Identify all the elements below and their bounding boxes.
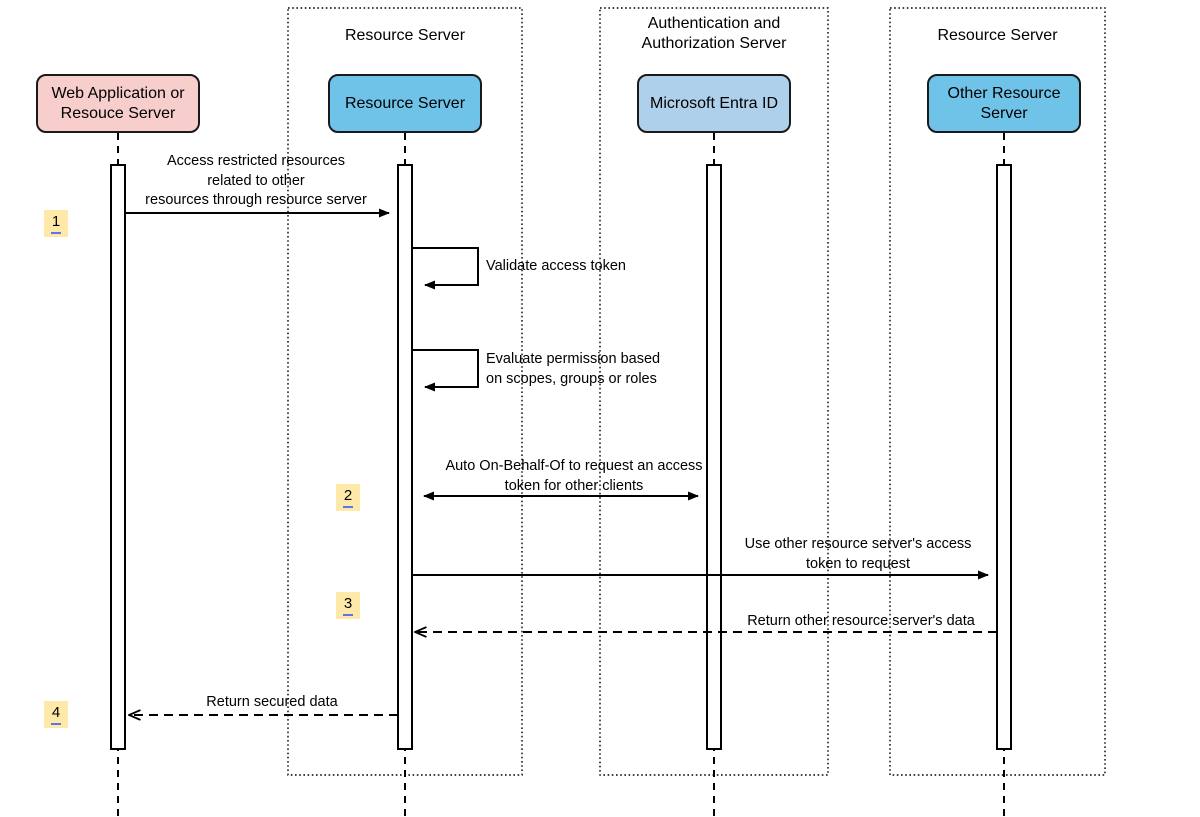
- participant-resource-server[interactable]: Resource Server: [328, 74, 482, 133]
- message-label-1: Access restricted resources related to o…: [145, 153, 367, 209]
- message-label-3-request: Use other resource server's access token…: [744, 536, 972, 572]
- message-label-2: Auto On-Behalf-Of to request an access t…: [445, 458, 703, 494]
- step-badge-4: 4: [44, 701, 68, 728]
- message-label-evaluate: Evaluate permission based on scopes, gro…: [486, 351, 661, 387]
- participant-web-app[interactable]: Web Application or Resouce Server: [36, 74, 200, 133]
- step-badge-3-number: 3: [342, 595, 354, 616]
- step-badge-4-number: 4: [50, 704, 62, 725]
- activation-other-resource-server: [996, 164, 1012, 750]
- message-label-validate: Validate access token: [486, 258, 626, 274]
- step-badge-1-number: 1: [50, 213, 62, 234]
- message-label-3-return: Return other resource server's data: [747, 613, 975, 629]
- message-label-4: Return secured data: [206, 694, 338, 710]
- activation-web-app: [110, 164, 126, 750]
- activation-entra-id: [706, 164, 722, 750]
- arrow-msg-validate: [413, 247, 479, 290]
- activation-resource-server: [397, 164, 413, 750]
- arrow-msg-evaluate: [413, 349, 479, 392]
- step-badge-3: 3: [336, 592, 360, 619]
- step-badge-2-number: 2: [342, 487, 354, 508]
- frame-title-auth-server: Authentication and Authorization Server: [641, 15, 787, 52]
- participant-other-resource-server[interactable]: Other Resource Server: [927, 74, 1081, 133]
- participant-entra-id[interactable]: Microsoft Entra ID: [637, 74, 791, 133]
- step-badge-1: 1: [44, 210, 68, 237]
- frame-title-other-resource-server: Resource Server: [937, 27, 1058, 44]
- frame-other-resource-server-border: [889, 7, 1106, 776]
- step-badge-2: 2: [336, 484, 360, 511]
- frame-title-resource-server: Resource Server: [344, 27, 466, 44]
